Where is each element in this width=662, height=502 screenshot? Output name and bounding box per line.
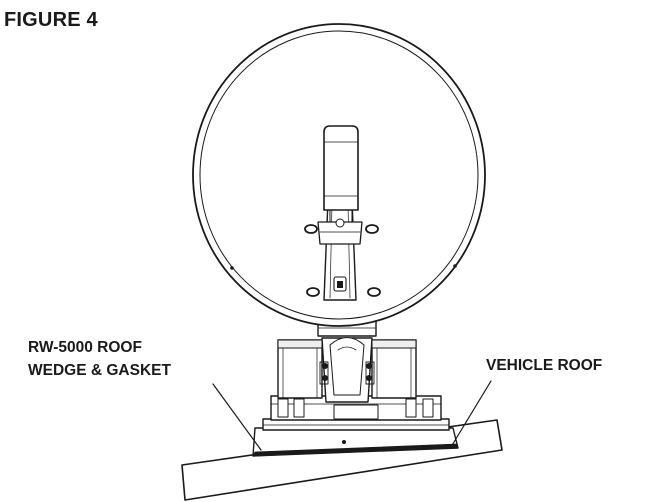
leader-lines (212, 380, 492, 451)
base-housing (270, 395, 442, 421)
left-motor-housing (277, 339, 323, 399)
vehicle-roof-callout: VEHICLE ROOF (486, 357, 603, 374)
figure-title: FIGURE 4 (4, 9, 98, 31)
lnb-block (323, 125, 359, 223)
right-motor-housing (371, 339, 417, 399)
mount-bracket (317, 218, 363, 245)
mounting-bolts (304, 224, 381, 297)
roof-wedge-callout-line-2: WEDGE & GASKET (28, 362, 171, 379)
elevation-pedestal (319, 337, 375, 403)
feed-arm (323, 199, 357, 301)
roof-wedge-callout-line-1: RW-5000 ROOF (28, 339, 142, 356)
